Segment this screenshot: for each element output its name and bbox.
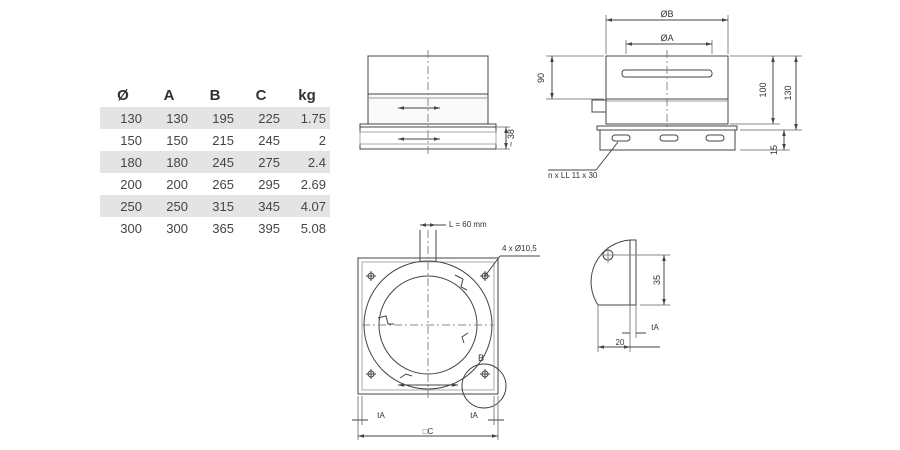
dim-c-label: □C [423,427,434,436]
detail-b-label: B [478,353,484,363]
front-view [359,50,510,155]
cell-diameter: 200 [120,176,142,192]
cell-a: 150 [166,132,188,148]
header-c: C [255,86,267,104]
cell-c: 395 [258,220,280,236]
dim-ta-right-label: tA [470,411,478,420]
holes-note-label: 4 x Ø10,5 [502,244,537,253]
cell-diameter: 150 [120,132,142,148]
slot-note-label: n x LL 11 x 30 [548,171,598,180]
cell-b: 215 [212,132,234,148]
table-row: 180 180 245 275 2.4 [100,151,330,173]
cell-kg: 1.75 [284,107,330,129]
dim-100-label: 100 [758,82,768,97]
dim-38-label: ~ 38 [506,129,516,147]
table-row: 300 300 365 395 5.08 [100,217,330,239]
cell-b: 315 [192,195,238,217]
cell-kg: 2 [318,132,326,148]
cell-a: 250 [146,195,192,217]
dim-diameter-a-label: ØA [660,33,673,43]
cell-kg: 2.4 [284,151,330,173]
cell-kg: 5.08 [300,220,326,236]
table-row: 130 130 195 225 1.75 [100,107,330,129]
cell-b: 195 [192,107,238,129]
cell-c: 225 [238,107,284,129]
cell-a: 180 [146,151,192,173]
cell-b: 265 [212,176,234,192]
cell-diameter: 130 [100,107,146,129]
cell-kg: 2.69 [300,176,326,192]
dim-ta-detail-label: tA [651,323,659,332]
top-view [352,223,540,440]
cell-diameter: 300 [120,220,142,236]
cell-b: 245 [192,151,238,173]
table-header-row: Ø A B C kg [100,83,330,107]
table-row: 200 200 265 295 2.69 [100,173,330,195]
cell-b: 365 [212,220,234,236]
side-view [546,15,802,171]
cell-a: 200 [166,176,188,192]
header-diameter: Ø [117,86,129,104]
detail-b-view [590,239,670,352]
cell-c: 345 [238,195,284,217]
table-row: 250 250 315 345 4.07 [100,195,330,217]
header-kg: kg [298,86,316,104]
l-60mm-label: L = 60 mm [449,220,487,229]
cell-diameter: 250 [100,195,146,217]
dim-35-label: 35 [652,275,662,285]
cell-c: 245 [258,132,280,148]
cell-kg: 4.07 [284,195,330,217]
dim-15-label: 15 [769,145,779,155]
header-a: A [163,86,175,104]
dim-90-label: 90 [536,73,546,83]
cell-a: 130 [146,107,192,129]
cell-diameter: 180 [100,151,146,173]
cell-c: 275 [238,151,284,173]
dim-130-label: 130 [783,85,793,100]
header-b: B [209,86,221,104]
dim-diameter-b-label: ØB [660,9,673,19]
cell-c: 295 [258,176,280,192]
table-row: 150 150 215 245 2 [100,129,330,151]
dim-20-label: 20 [616,338,625,347]
cell-a: 300 [166,220,188,236]
dimension-table: Ø A B C kg 130 130 195 225 1.75 150 150 … [100,83,330,239]
dim-ta-left-label: tA [377,411,385,420]
